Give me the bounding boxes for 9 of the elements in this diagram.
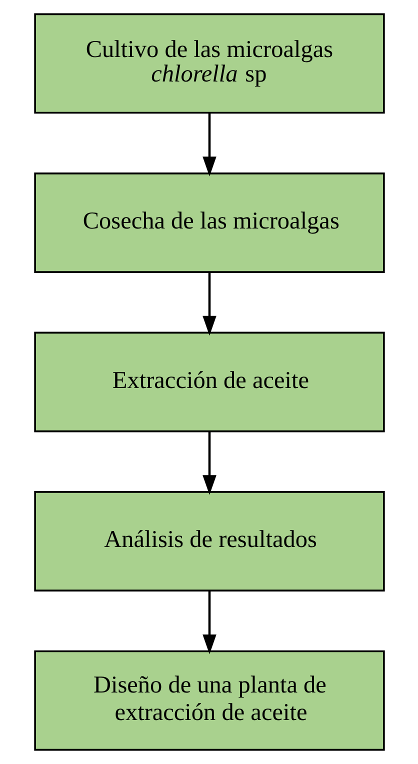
arrow (202, 272, 216, 336)
arrow (202, 113, 216, 176)
node-box: Cosecha de las microalgas (34, 172, 384, 273)
arrow (202, 432, 216, 495)
node-box: Extracción de aceite (34, 332, 384, 432)
node-box: Cultivo de las microalgas chlorella sp (34, 13, 384, 114)
arrow (202, 590, 216, 654)
node-box: Diseño de una planta de extracción de aceite (34, 650, 384, 751)
node-box: Análisis de resultados (34, 491, 384, 592)
